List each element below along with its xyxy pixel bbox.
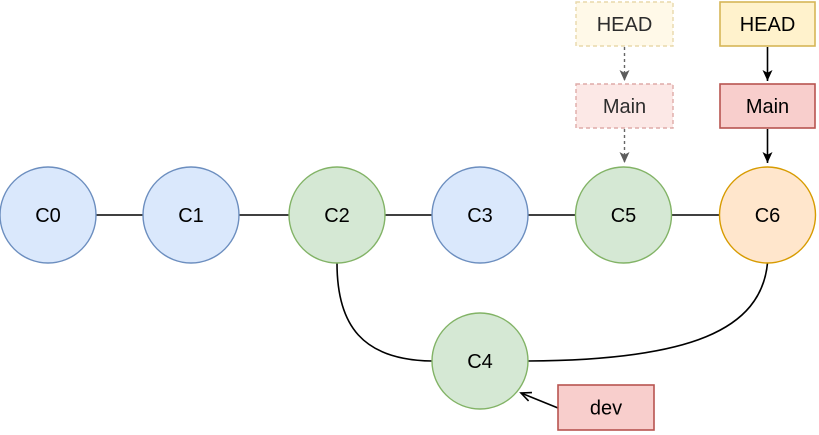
commit-label-c5: C5 <box>611 205 637 227</box>
commit-circle-c6 <box>718 166 817 264</box>
commit-node-c0: C0 <box>0 166 97 264</box>
edge-c2-c4-branch-curve <box>336 262 433 362</box>
ref-rect-dev <box>557 384 655 431</box>
commit-node-c2: C2 <box>288 166 386 264</box>
commit-node-c1: C1 <box>142 166 240 264</box>
ref-rect-head <box>719 1 816 47</box>
commit-circle-c4 <box>431 312 529 410</box>
ref-box-head-faded: HEAD <box>575 1 674 47</box>
commit-label-c6: C6 <box>755 205 781 227</box>
commit-label-c3: C3 <box>467 205 493 227</box>
ref-box-main: Main <box>719 83 816 129</box>
ref-rect-main <box>719 83 816 129</box>
commit-node-c5: C5 <box>574 166 673 264</box>
arrow-dev-to-c4 <box>519 391 559 409</box>
commit-circle-c5 <box>574 166 673 264</box>
edge-c6-c4-merge-curve <box>527 262 769 362</box>
commit-circle-c2 <box>288 166 386 264</box>
commit-node-c6: C6 <box>718 166 817 264</box>
ref-label-dev: dev <box>590 398 622 420</box>
commit-label-c1: C1 <box>178 205 204 227</box>
ref-label-head: HEAD <box>740 14 796 36</box>
commit-node-c4: C4 <box>431 312 529 410</box>
commit-node-c3: C3 <box>431 166 529 264</box>
commit-circle-c0 <box>0 166 97 264</box>
commit-circle-c1 <box>142 166 240 264</box>
ref-label-main: Main <box>746 96 789 118</box>
ref-label-head-faded: HEAD <box>597 14 653 36</box>
commit-circle-c3 <box>431 166 529 264</box>
ref-label-main-faded: Main <box>603 96 646 118</box>
commit-label-c4: C4 <box>467 351 493 373</box>
ref-box-main-faded: Main <box>575 83 674 129</box>
commit-label-c0: C0 <box>35 205 61 227</box>
ref-rect-head-faded <box>575 1 674 47</box>
ref-box-head: HEAD <box>719 1 816 47</box>
ref-rect-main-faded <box>575 83 674 129</box>
commit-label-c2: C2 <box>324 205 350 227</box>
ref-box-dev: dev <box>557 384 655 431</box>
